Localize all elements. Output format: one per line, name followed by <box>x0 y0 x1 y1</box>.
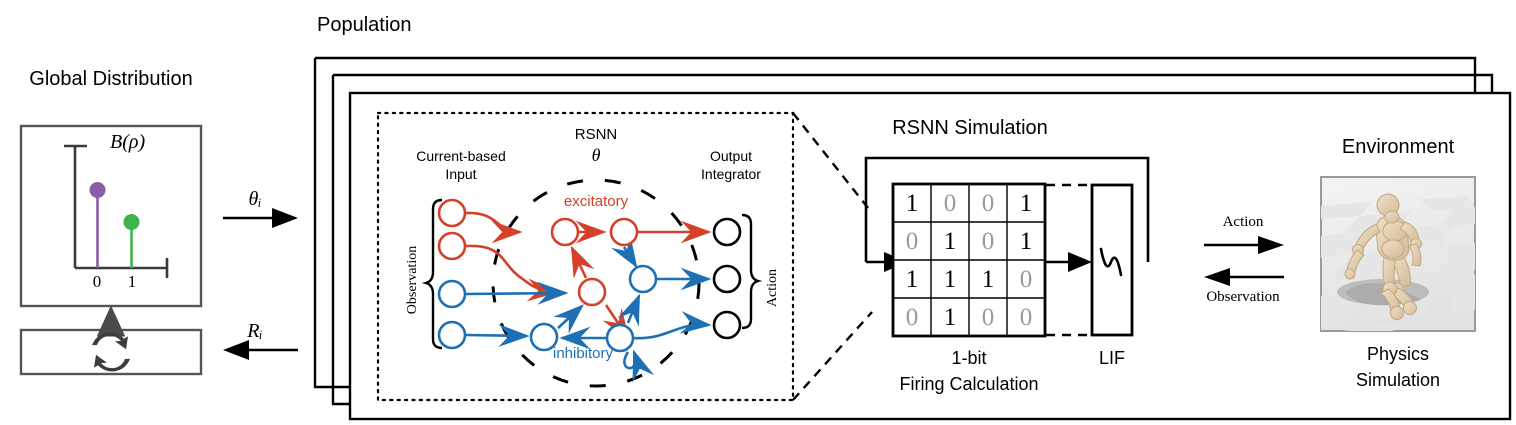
input-title-line2: Input <box>445 166 477 182</box>
rsnn-input-node <box>437 198 467 228</box>
distribution-tick-0: 0 <box>92 272 102 291</box>
observation-bracket <box>421 198 443 350</box>
firing-matrix-cell: 0 <box>905 228 919 255</box>
rsnn-title: RSNN <box>574 126 618 143</box>
firing-matrix-cell: 1 <box>981 266 995 293</box>
action-arrow <box>1204 236 1284 254</box>
action-label: Action <box>1222 214 1264 230</box>
simulation-title: RSNN Simulation <box>892 117 1048 139</box>
distribution-update-box[interactable] <box>19 305 203 376</box>
rsnn-input-node <box>437 279 467 309</box>
refresh-icon <box>92 332 130 372</box>
population-title: Population <box>317 14 412 36</box>
observation-arrow <box>1204 268 1284 286</box>
firing-matrix-cell: 1 <box>943 304 957 331</box>
output-title-line1: Output <box>709 148 753 164</box>
firing-matrix-cell: 0 <box>981 304 995 331</box>
output-title-line2: Integrator <box>701 166 761 182</box>
action-bracket <box>741 213 763 330</box>
excitatory-label: excitatory <box>563 193 629 210</box>
firing-matrix-cell: 1 <box>905 190 919 217</box>
theta-arrow <box>223 208 298 228</box>
environment-title: Environment <box>1341 136 1455 158</box>
theta-label: θᵢ <box>248 188 262 210</box>
simulation-block <box>864 156 1150 338</box>
firing-matrix-cell: 1 <box>943 228 957 255</box>
distribution-plot-label: B(ρ) <box>110 131 146 153</box>
firing-matrix-grid <box>891 182 1047 338</box>
environment-caption-line1: Physics <box>1366 344 1430 364</box>
firing-matrix-cell: 0 <box>981 228 995 255</box>
lif-label: LIF <box>1098 348 1126 368</box>
action-bracket-label: Action <box>765 268 780 308</box>
simulation-caption-line1: 1-bit <box>951 348 987 368</box>
rsnn-output-node <box>712 264 742 294</box>
physics-simulation-image <box>1320 176 1476 332</box>
rsnn-hidden-node <box>577 277 607 307</box>
firing-matrix-cell: 0 <box>943 190 957 217</box>
firing-matrix-cell: 1 <box>1019 190 1033 217</box>
distribution-tick-1: 1 <box>127 272 137 291</box>
population-panel-back <box>313 56 1477 389</box>
firing-matrix-cell: 1 <box>905 266 919 293</box>
observation-bracket-label: Observation <box>405 245 420 315</box>
rsnn-hidden-node <box>628 264 658 294</box>
global-distribution-panel <box>19 124 203 308</box>
reward-label: Rᵢ <box>247 320 263 342</box>
rsnn-network <box>421 178 763 388</box>
distribution-bar-0 <box>89 182 106 268</box>
rsnn-input-node <box>437 231 467 261</box>
rsnn-output-node <box>712 217 742 247</box>
inhibitory-label: inhibitory <box>552 345 614 362</box>
sine-wave-icon <box>1099 247 1123 277</box>
firing-matrix-cell: 0 <box>1019 266 1033 293</box>
input-title-line1: Current-based <box>416 148 506 164</box>
simulation-caption-line2: Firing Calculation <box>899 374 1039 394</box>
rsnn-hidden-node <box>605 323 635 353</box>
zoom-connector-lines <box>792 112 873 401</box>
firing-matrix-cell: 0 <box>905 304 919 331</box>
environment-caption-line2: Simulation <box>1355 370 1441 390</box>
rsnn-output-node <box>712 310 742 340</box>
rsnn-dotted-box <box>376 111 795 402</box>
simulation-feedback-loop <box>864 156 1150 262</box>
reward-arrow <box>223 340 298 360</box>
observation-label: Observation <box>1206 289 1280 305</box>
firing-matrix-cell: 0 <box>981 190 995 217</box>
rsnn-input-node <box>437 320 467 350</box>
rsnn-hidden-node <box>609 217 639 247</box>
distribution-bar-1 <box>123 214 140 268</box>
firing-matrix-cell: 1 <box>943 266 957 293</box>
rsnn-theta-symbol: θ <box>591 145 601 165</box>
rsnn-hidden-node <box>529 322 559 352</box>
global-distribution-title: Global Distribution <box>29 68 193 90</box>
firing-matrix-cell: 0 <box>1019 304 1033 331</box>
population-panel-mid <box>331 73 1494 406</box>
rsnn-hidden-node <box>550 217 580 247</box>
firing-matrix-cell: 1 <box>1019 228 1033 255</box>
